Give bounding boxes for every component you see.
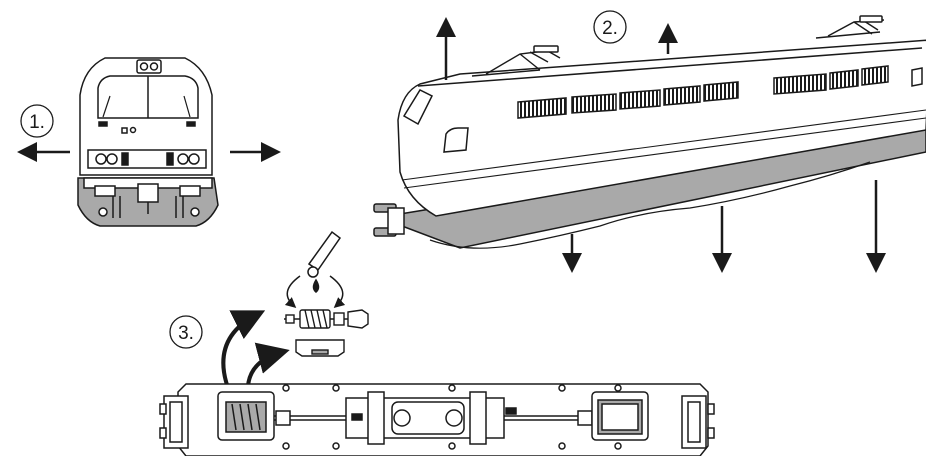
step-1-label: 1. [29, 112, 45, 133]
oil-drop-icon [312, 278, 320, 293]
locomotive-front-view [77, 57, 219, 227]
locomotive-side-view [373, 15, 926, 249]
step-2-badge: 2. [593, 10, 627, 44]
step-3-group: 3. [159, 230, 715, 456]
step-3-badge: 3. [169, 315, 203, 349]
gear-cover-part [295, 339, 345, 357]
step-3-label: 3. [178, 323, 194, 344]
step-2-arrows [436, 17, 886, 273]
chassis-top-view [159, 383, 715, 456]
worm-shaft-part [284, 309, 369, 329]
step-2-group: 2. [373, 10, 926, 273]
step-1-badge: 1. [20, 104, 54, 138]
step-2-label: 2. [602, 18, 618, 39]
step-1-group: 1. [17, 57, 281, 227]
oil-dropper [284, 230, 346, 308]
